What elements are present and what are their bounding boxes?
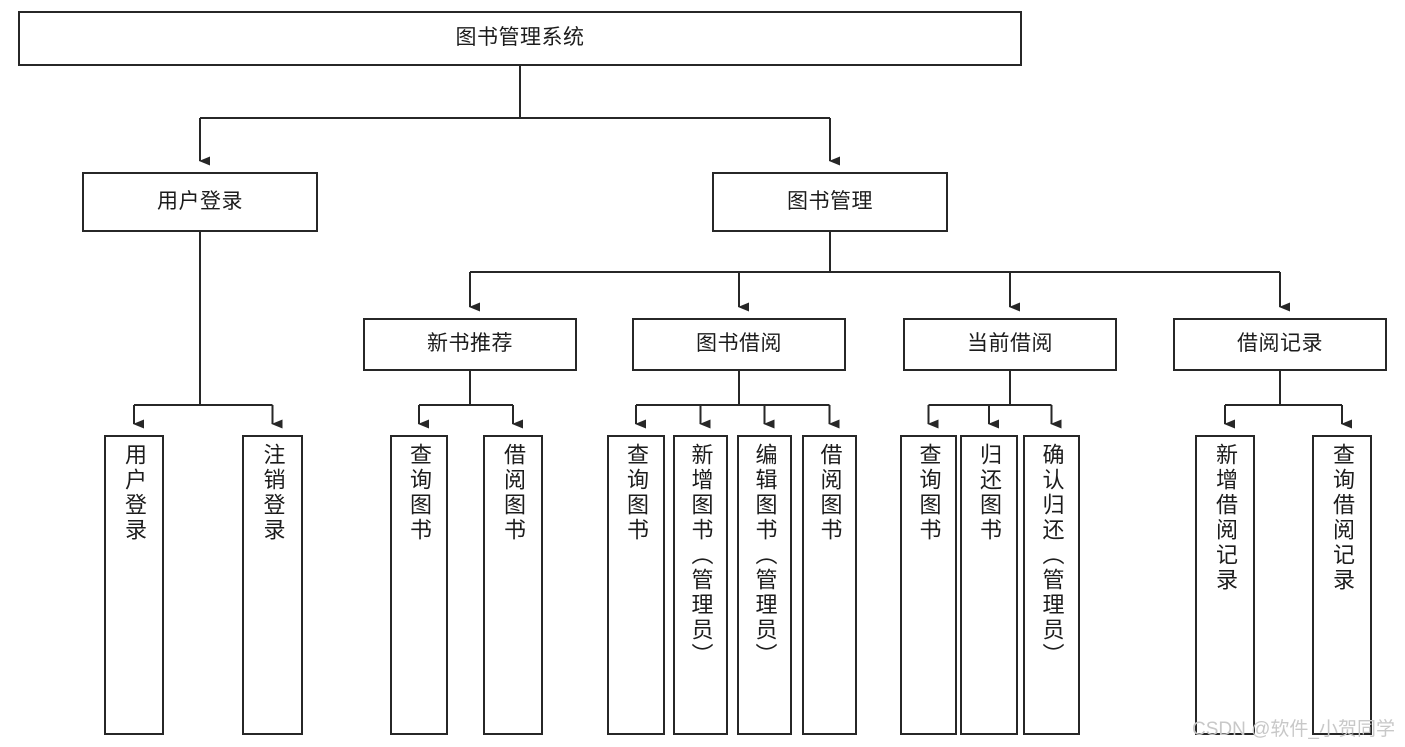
node-label: 新书推荐 — [427, 332, 513, 356]
node-label: 查询图书 — [407, 443, 432, 543]
connector-lines — [133, 66, 1352, 429]
node-level1-book-manage[interactable]: 图书管理 — [712, 172, 948, 232]
node-label: 查询借阅记录 — [1330, 443, 1355, 593]
node-label: 编辑图书（管理员） — [752, 443, 778, 668]
node-label: 归还图书 — [977, 443, 1002, 543]
node-leaf-leaf-query-book-2[interactable]: 查询图书 — [607, 435, 665, 735]
node-leaf-leaf-query-record[interactable]: 查询借阅记录 — [1312, 435, 1372, 735]
node-leaf-leaf-query-book-1[interactable]: 查询图书 — [390, 435, 448, 735]
node-leaf-leaf-add-record[interactable]: 新增借阅记录 — [1195, 435, 1255, 735]
node-label: 图书借阅 — [696, 332, 782, 356]
node-label: 查询图书 — [916, 443, 942, 543]
node-level1-user-login[interactable]: 用户登录 — [82, 172, 318, 232]
node-leaf-leaf-return-book[interactable]: 归还图书 — [960, 435, 1018, 735]
node-label: 借阅图书 — [817, 443, 843, 543]
node-label: 图书管理系统 — [455, 26, 585, 50]
node-leaf-leaf-add-book[interactable]: 新增图书（管理员） — [673, 435, 728, 735]
node-leaf-leaf-user-login[interactable]: 用户登录 — [104, 435, 164, 735]
node-leaf-leaf-query-book-3[interactable]: 查询图书 — [900, 435, 957, 735]
node-level2-current-borrow[interactable]: 当前借阅 — [903, 318, 1117, 371]
node-label: 图书管理 — [787, 189, 873, 213]
node-label: 注销登录 — [260, 443, 286, 543]
node-level2-borrow-record[interactable]: 借阅记录 — [1173, 318, 1387, 371]
node-label: 新增借阅记录 — [1213, 443, 1238, 593]
node-level2-book-borrow[interactable]: 图书借阅 — [632, 318, 846, 371]
node-label: 借阅记录 — [1237, 332, 1323, 356]
node-label: 借阅图书 — [501, 443, 526, 543]
node-label: 新增图书（管理员） — [688, 443, 714, 668]
node-leaf-leaf-borrow-book-1[interactable]: 借阅图书 — [483, 435, 543, 735]
node-label: 用户登录 — [157, 189, 243, 213]
node-leaf-leaf-borrow-book-2[interactable]: 借阅图书 — [802, 435, 857, 735]
node-label: 当前借阅 — [967, 332, 1053, 356]
node-label: 确认归还（管理员） — [1039, 443, 1065, 668]
node-leaf-leaf-user-logout[interactable]: 注销登录 — [242, 435, 303, 735]
node-leaf-leaf-confirm-return[interactable]: 确认归还（管理员） — [1023, 435, 1080, 735]
node-label: 查询图书 — [624, 443, 649, 543]
node-label: 用户登录 — [122, 443, 147, 543]
node-root-root[interactable]: 图书管理系统 — [18, 11, 1022, 66]
node-level2-new-book-recommend[interactable]: 新书推荐 — [363, 318, 577, 371]
node-leaf-leaf-edit-book[interactable]: 编辑图书（管理员） — [737, 435, 792, 735]
